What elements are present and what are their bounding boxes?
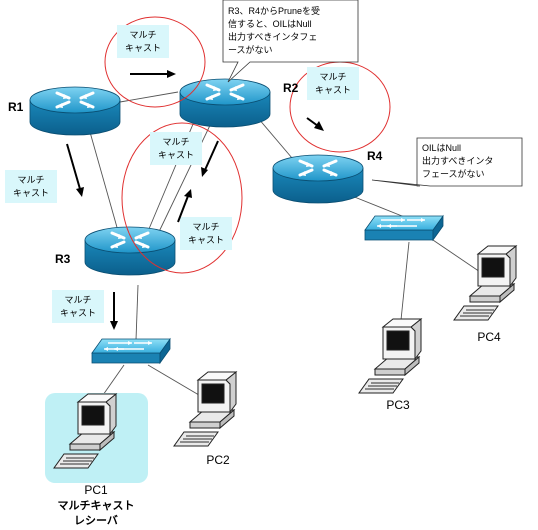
tag-1-line1: マルチ	[129, 30, 156, 40]
tag-2-line2: キャスト	[315, 85, 351, 95]
callout-r2-line3: 出力すべきインタフェ	[228, 31, 317, 42]
label-pc1: PC1	[84, 483, 108, 497]
pc3[interactable]	[358, 318, 422, 394]
tag-6-line2: キャスト	[60, 308, 96, 318]
callout-r2-line1: R3、R4からPruneを受	[228, 5, 320, 16]
tag-3-line1: マルチ	[162, 137, 189, 147]
label-r3: R3	[55, 252, 71, 266]
tag-5-line2: キャスト	[13, 188, 49, 198]
label-pc1-role-line2: レシーバ	[74, 514, 118, 527]
label-pc1-role-line1: マルチキャスト	[58, 499, 135, 512]
tag-4-line2: キャスト	[188, 235, 224, 245]
tag-1-line2: キャスト	[125, 43, 161, 53]
callout-r2-line4: ースがない	[228, 44, 273, 55]
router-r4[interactable]	[271, 153, 365, 205]
router-r1[interactable]	[28, 85, 122, 137]
label-pc2: PC2	[206, 453, 230, 467]
pc2[interactable]	[173, 371, 237, 447]
tag-3-line2: キャスト	[158, 150, 194, 160]
label-pc4: PC4	[477, 330, 501, 344]
callouts	[222, 0, 523, 187]
callout-r4-line3: フェースがない	[422, 168, 485, 179]
switch-r4-lan[interactable]	[364, 215, 444, 241]
pc4[interactable]	[453, 245, 517, 321]
tag-4-line1: マルチ	[192, 222, 219, 232]
tag-5-line1: マルチ	[17, 175, 44, 185]
switch-r3-lan[interactable]	[91, 338, 171, 364]
tag-2-line1: マルチ	[319, 72, 346, 82]
flow-arrows	[66, 70, 324, 330]
callout-r4-line1: OILはNull	[422, 143, 461, 153]
label-r4: R4	[367, 149, 383, 163]
multicast-tags	[5, 25, 359, 323]
label-r1: R1	[8, 100, 24, 114]
router-r3[interactable]	[83, 225, 177, 277]
label-r2: R2	[283, 81, 299, 95]
router-r2[interactable]	[178, 77, 272, 129]
tag-6-line1: マルチ	[64, 295, 91, 305]
callout-r4-line2: 出力すべきインタ	[422, 155, 493, 166]
callout-r2-line2: 信すると、OILはNull	[228, 18, 312, 29]
label-pc3: PC3	[386, 398, 410, 412]
